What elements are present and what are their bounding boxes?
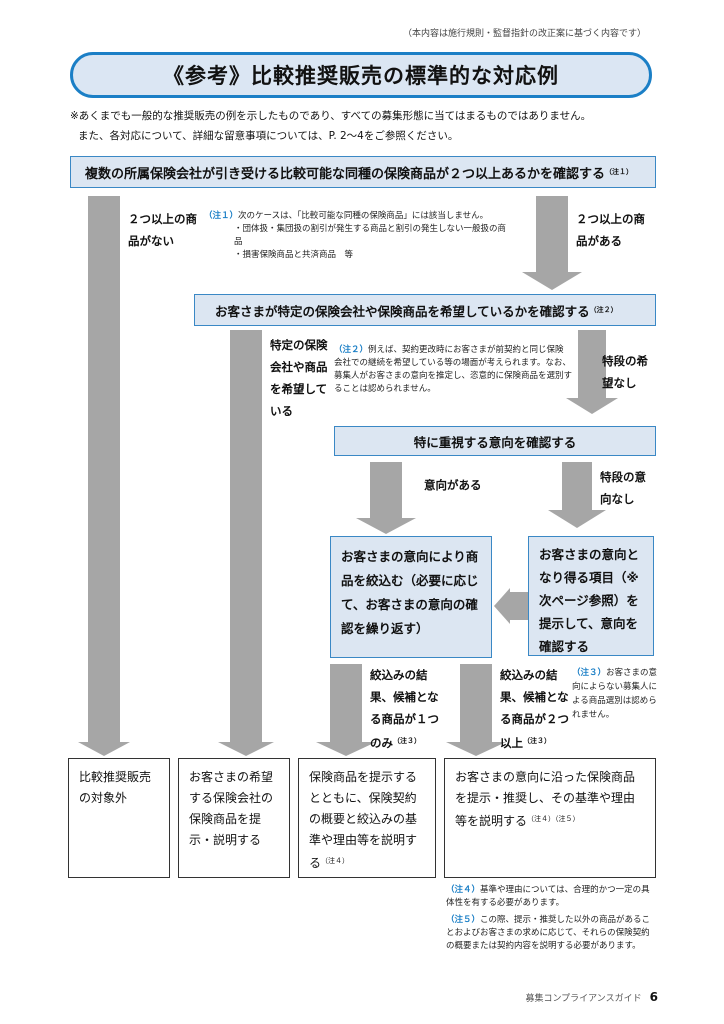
step1-yes-label: ２つ以上の商品がある xyxy=(576,212,645,248)
outcome-box-3: 保険商品を提示するとともに、保険契約の概要と絞込みの基準や理由等を説明する（注４… xyxy=(298,758,436,878)
page-title: 《参考》比較推奨販売の標準的な対応例 xyxy=(70,52,652,98)
result-one-sup: （注３） xyxy=(393,737,421,745)
arrow-step3-no-head xyxy=(548,510,606,528)
note2-text: 例えば、契約更改時にお客さまが前契約と同じ保険会社での継続を希望している等の場面… xyxy=(334,345,573,394)
note4: （注４）基準や理由については、合理的かつ一定の具体性を有する必要があります。 xyxy=(446,884,658,910)
note1-line1: 次のケースは、「比較可能な同種の保険商品」には該当しません。 xyxy=(238,211,489,221)
narrow-box: お客さまの意向により商品を絞込む（必要に応じて、お客さまの意向の確認を繰り返す） xyxy=(330,536,492,658)
narrow-box-text: お客さまの意向により商品を絞込む（必要に応じて、お客さまの意向の確認を繰り返す） xyxy=(341,549,479,636)
outcome-box-1: 比較推奨販売の対象外 xyxy=(68,758,170,878)
note1-line2: ・団体扱・集団扱の割引が発生する商品と割引の発生しない一般扱の商品 xyxy=(234,224,507,247)
outcome-box-2: お客さまの希望する保険会社の保険商品を提示・説明する xyxy=(178,758,290,878)
note4-tag: （注４） xyxy=(446,885,481,895)
outcome-2-text: お客さまの希望する保険会社の保険商品を提示・説明する xyxy=(189,770,274,847)
step2-text: お客さまが特定の保険会社や保険商品を希望しているかを確認する xyxy=(215,303,590,319)
step2-no-label: 特段の希望なし xyxy=(602,354,648,390)
step3-no-label: 特段の意向なし xyxy=(600,470,646,506)
items-box: お客さまの意向となり得る項目（※次ページ参照）を提示して、意向を確認する xyxy=(528,536,654,656)
arrow-items-to-narrow-head xyxy=(494,588,510,624)
page-number: 6 xyxy=(649,990,658,1004)
arrow-step2-no-shaft xyxy=(578,330,606,400)
note2-tag: （注２） xyxy=(334,345,369,355)
footer: 募集コンプライアンスガイド 6 xyxy=(525,990,658,1004)
outcome-3-text: 保険商品を提示するとともに、保険契約の概要と絞込みの基準や理由等を説明する xyxy=(309,770,418,870)
result-two-label: 絞込みの結果、候補となる商品が２つ以上（注３） xyxy=(500,668,569,750)
page-title-text: 《参考》比較推奨販売の標準的な対応例 xyxy=(163,64,559,88)
step1-text: 複数の所属保険会社が引き受ける比較可能な同種の保険商品が２つ以上あるかを確認する xyxy=(85,166,606,182)
arrow-step1-yes-head xyxy=(522,272,582,290)
arrow-step3-no-shaft xyxy=(562,462,592,512)
step3-box: 特に重視する意向を確認する xyxy=(334,426,656,456)
note3-text: お客さまの意向によらない募集人による商品選別は認められません。 xyxy=(572,668,658,720)
footer-label: 募集コンプライアンスガイド xyxy=(525,994,642,1004)
step1-sup: （注１） xyxy=(605,168,634,176)
note1: （注１）次のケースは、「比較可能な同種の保険商品」には該当しません。 ・団体扱・… xyxy=(204,210,524,262)
arrow-step2-no-head xyxy=(566,398,618,414)
note3-tag: （注３） xyxy=(572,668,607,678)
note5-text: この際、提示・推奨した以外の商品があることおよびお客さまの求めに応じて、それらの… xyxy=(446,915,651,951)
note1-tag: （注１） xyxy=(204,211,239,221)
step1-no-label: ２つ以上の商品がない xyxy=(128,212,197,248)
arrow-items-to-narrow-shaft xyxy=(510,592,528,620)
disclaimer-line-1: ※あくまでも一般的な推奨販売の例を示したものであり、すべての募集形態に当てはまる… xyxy=(70,110,592,122)
arrow-step3-yes-shaft xyxy=(370,462,402,520)
arrow-result-two-head xyxy=(446,742,506,756)
outcome-4-text: お客さまの意向に沿った保険商品を提示・推奨し、その基準や理由等を説明する xyxy=(455,770,636,828)
outcome-3-sup: （注４） xyxy=(321,857,350,865)
result-one-label: 絞込みの結果、候補となる商品が１つのみ（注３） xyxy=(370,668,439,750)
header-note: （本内容は施行規則・監督指針の改正案に基づく内容です） xyxy=(402,29,646,39)
step2-yes-label: 特定の保険会社や商品を希望している xyxy=(270,338,328,418)
arrow-step1-no-shaft xyxy=(88,196,120,744)
step1-box: 複数の所属保険会社が引き受ける比較可能な同種の保険商品が２つ以上あるかを確認する… xyxy=(70,156,656,188)
note5: （注５）この際、提示・推奨した以外の商品があることおよびお客さまの求めに応じて、… xyxy=(446,914,658,953)
arrow-step1-no-head xyxy=(78,742,130,756)
result-two-sup: （注３） xyxy=(523,737,551,745)
arrow-step1-yes-shaft xyxy=(536,196,568,274)
step2-sup: （注２） xyxy=(589,306,618,314)
note1-line3: ・損害保険商品と共済商品 等 xyxy=(234,250,354,260)
disclaimer-line-2: また、各対応について、詳細な留意事項については、P. 2～4をご参照ください。 xyxy=(78,130,459,142)
outcome-box-4: お客さまの意向に沿った保険商品を提示・推奨し、その基準や理由等を説明する（注４）… xyxy=(444,758,656,878)
arrow-result-two-shaft xyxy=(460,664,492,744)
note3: （注３）お客さまの意向によらない募集人による商品選別は認められません。 xyxy=(572,666,662,722)
arrow-step2-yes-head xyxy=(218,742,274,756)
arrow-result-one-shaft xyxy=(330,664,362,744)
note2: （注２）例えば、契約更改時にお客さまが前契約と同じ保険会社での継続を希望している… xyxy=(334,344,572,396)
arrow-result-one-head xyxy=(316,742,376,756)
step3-text: 特に重視する意向を確認する xyxy=(413,434,577,450)
outcome-1-text: 比較推奨販売の対象外 xyxy=(79,770,152,805)
note5-tag: （注５） xyxy=(446,915,481,925)
note4-text: 基準や理由については、合理的かつ一定の具体性を有する必要があります。 xyxy=(446,885,650,908)
items-box-text: お客さまの意向となり得る項目（※次ページ参照）を提示して、意向を確認する xyxy=(539,547,640,654)
outcome-4-sup: （注４）（注５） xyxy=(527,815,580,823)
arrow-step2-yes-shaft xyxy=(230,330,262,744)
step2-box: お客さまが特定の保険会社や保険商品を希望しているかを確認する（注２） xyxy=(194,294,656,326)
step3-yes-label: 意向がある xyxy=(424,478,482,492)
arrow-step3-yes-head xyxy=(356,518,416,534)
